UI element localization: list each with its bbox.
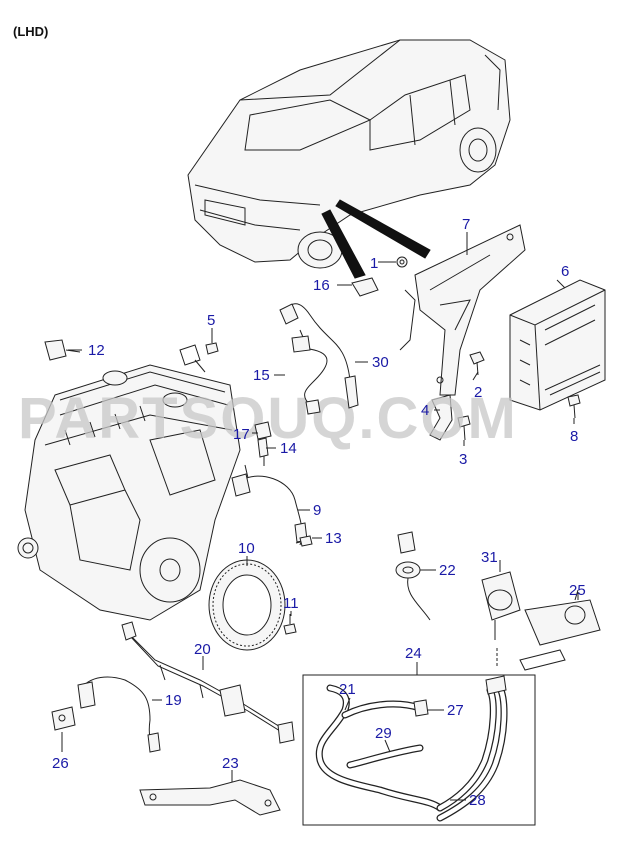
callout-6: 6 [561, 263, 569, 280]
part-10-ring-gear [208, 559, 286, 651]
part-2-bolt [469, 351, 485, 376]
callout-4: 4 [421, 402, 429, 419]
part-1-nut [388, 256, 408, 268]
callout-24: 24 [405, 645, 422, 662]
part-11-bolt [283, 614, 297, 635]
diagram-title: (LHD) [13, 24, 48, 39]
part-13-bolt [295, 535, 313, 547]
part-9-crank-sensor [231, 464, 308, 546]
part-5-bolt [205, 333, 219, 355]
part-16-sensor [340, 277, 379, 297]
part-12-sensor [44, 339, 81, 361]
callout-26: 26 [52, 755, 69, 772]
callout-28: 28 [469, 792, 486, 809]
part-6-ecu [509, 279, 606, 411]
callout-22: 22 [439, 562, 456, 579]
callout-5: 5 [207, 312, 215, 329]
location-pointer-lower [321, 209, 366, 279]
callout-3: 3 [459, 451, 467, 468]
callout-17: 17 [233, 426, 250, 443]
callout-8: 8 [570, 428, 578, 445]
callout-16: 16 [313, 277, 330, 294]
callout-29: 29 [375, 725, 392, 742]
part-26-bracket [51, 706, 76, 731]
part-24-hose-kit [302, 662, 536, 826]
callout-9: 9 [313, 502, 321, 519]
callout-19: 19 [165, 692, 182, 709]
callout-15: 15 [253, 367, 270, 384]
callout-7: 7 [462, 216, 470, 233]
callout-10: 10 [238, 540, 255, 557]
part-19-sensor [77, 676, 161, 753]
part-7-bracket [399, 224, 526, 396]
part-22-sensor [395, 531, 432, 621]
callout-30: 30 [372, 354, 389, 371]
callout-12: 12 [88, 342, 105, 359]
callout-21: 21 [339, 681, 356, 698]
callout-25: 25 [569, 582, 586, 599]
leader-lines [61, 261, 579, 801]
callout-27: 27 [447, 702, 464, 719]
engine-block [17, 344, 241, 621]
vehicle-illustration [187, 39, 511, 269]
callout-14: 14 [280, 440, 297, 457]
part-23-bracket [139, 770, 281, 816]
callout-labels: 1 2 3 4 5 6 7 8 9 10 11 12 13 14 15 16 1… [52, 216, 586, 809]
watermark: PARTSOUQ.COM [18, 386, 518, 451]
part-14-sensor [257, 437, 269, 466]
callout-13: 13 [325, 530, 342, 547]
callout-2: 2 [474, 384, 482, 401]
callout-23: 23 [222, 755, 239, 772]
callout-20: 20 [194, 641, 211, 658]
part-31-solenoid [481, 560, 521, 640]
part-25-valve-assembly [519, 589, 601, 671]
part-3-bolt [457, 415, 471, 441]
part-8-bolt [567, 394, 581, 419]
part-20-harness [121, 621, 295, 744]
callout-31: 31 [481, 549, 498, 566]
part-17-sensor [254, 421, 272, 440]
part-15-oxygen-sensor [291, 335, 328, 415]
callout-1: 1 [370, 255, 378, 272]
callout-11: 11 [283, 595, 299, 612]
part-30-oxygen-sensor [279, 303, 359, 409]
location-pointer-upper [335, 199, 431, 259]
part-4-bracket [429, 394, 453, 441]
